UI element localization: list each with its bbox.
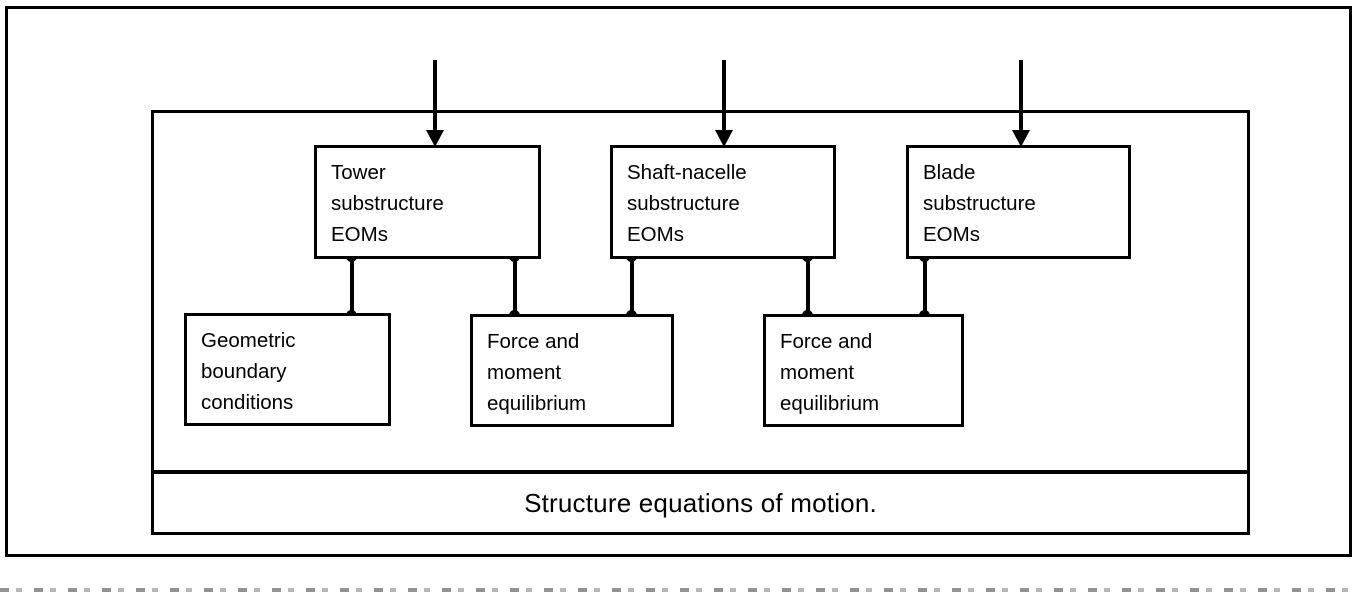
input-arrow-shaft-nacelle-shaft: [722, 60, 726, 132]
node-text-line: EOMs: [627, 223, 684, 246]
node-text-line: Force and: [487, 330, 580, 353]
figure-caption-text: Structure equations of motion.: [524, 487, 877, 518]
node-text-line: conditions: [201, 391, 294, 414]
node-blade-substructure-eoms: Blade substructure EOMs: [906, 145, 1131, 259]
input-arrow-blade-head-icon: [1012, 130, 1030, 147]
node-text-line: substructure: [923, 192, 1036, 215]
node-text-line: moment: [487, 361, 562, 384]
node-geometric-boundary-conditions: Geometric boundary conditions: [184, 313, 391, 426]
node-text-line: Force and: [780, 330, 873, 353]
node-text-line: equilibrium: [780, 392, 880, 415]
node-text-line: Shaft-nacelle: [627, 161, 747, 184]
link-shaft-nacelle-to-force-moment-1: [630, 256, 634, 317]
node-text-line: boundary: [201, 360, 287, 383]
link-blade-to-force-moment-2: [923, 256, 927, 317]
node-text-line: EOMs: [331, 223, 388, 246]
scan-artifact-strip: [0, 588, 1359, 592]
node-text-line: Blade: [923, 161, 976, 184]
node-text-line: Geometric: [201, 329, 296, 352]
figure-caption-band: Structure equations of motion.: [151, 470, 1250, 535]
node-text-line: substructure: [331, 192, 444, 215]
link-shaft-nacelle-to-force-moment-2: [806, 256, 810, 317]
node-force-moment-equilibrium-2: Force and moment equilibrium: [763, 314, 964, 427]
link-tower-to-geometric-bc: [350, 256, 354, 317]
node-text-line: EOMs: [923, 223, 980, 246]
node-text-line: Tower: [331, 161, 386, 184]
node-text-line: moment: [780, 361, 855, 384]
node-tower-substructure-eoms: Tower substructure EOMs: [314, 145, 541, 259]
input-arrow-shaft-nacelle-head-icon: [715, 130, 733, 147]
input-arrow-tower-shaft: [433, 60, 437, 132]
node-text-line: equilibrium: [487, 392, 587, 415]
node-text-line: substructure: [627, 192, 740, 215]
input-arrow-tower-head-icon: [426, 130, 444, 147]
input-arrow-blade-shaft: [1019, 60, 1023, 132]
node-force-moment-equilibrium-1: Force and moment equilibrium: [470, 314, 674, 427]
node-shaft-nacelle-substructure-eoms: Shaft-nacelle substructure EOMs: [610, 145, 836, 259]
link-tower-to-force-moment-1: [513, 256, 517, 317]
